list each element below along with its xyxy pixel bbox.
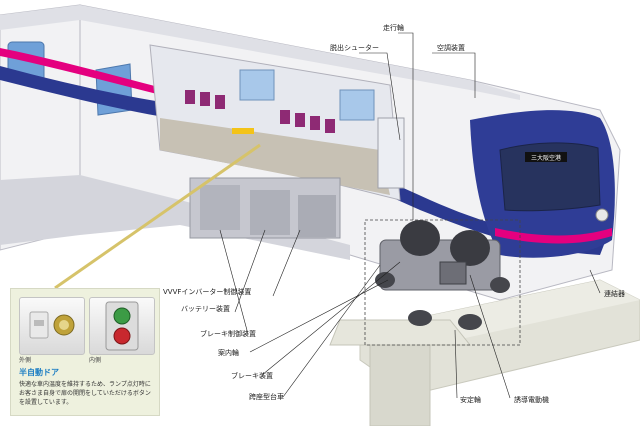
label-air-conditioner: 空調装置 [437,44,465,52]
inside-button-graphic [105,301,139,351]
inset-description: 快適な車内温度を維持するため、ランプ点灯時にお客さま自身で扉の開閉をしていただけ… [19,381,151,406]
destination-sign: 三大阪空港 [531,154,561,162]
guide-wheel-graphic [490,277,510,293]
blue-stripe [0,66,605,255]
callout-line [432,52,476,98]
label-running-wheel: 走行輪 [383,24,404,32]
label-stabilizing-wheel: 安定輪 [460,396,481,404]
label-brake-device: ブレーキ装置 [231,372,273,380]
callout-line [589,269,601,294]
caption-outside: 外側 [19,357,32,364]
front-pink-stripe [495,228,612,244]
headlight [595,208,609,222]
label-battery: バッテリー装置 [181,305,230,313]
interior-floor [160,118,390,195]
support-pillar-cap [329,319,472,346]
seat [325,119,335,133]
callout-line [282,264,381,398]
seat [200,92,210,106]
label-chute: 脱出シューター [330,44,379,52]
yellow-step-mark [232,128,254,134]
seat [310,116,320,130]
running-wheel-graphic [450,230,490,266]
inside-button-photo [89,297,155,355]
interior-window [239,69,275,101]
callout-line [359,52,401,141]
callout-line [219,229,249,335]
semi-auto-door-inset: 外側 内側 半自動ドア 快適な車内温度を維持するため、ランプ点灯時にお客さま自身… [10,288,160,416]
inset-title: 半自動ドア [19,368,59,377]
label-coupler: 連結器 [604,290,625,298]
label-bogie: 跨座型台車 [249,393,284,401]
equipment-box [250,190,290,235]
label-induction-motor: 誘導電動機 [514,396,549,404]
seat [295,113,305,127]
callout-line [234,229,266,313]
callout-line [454,329,458,399]
motor-graphic [439,261,467,285]
support-pillar [369,339,431,426]
callout-line [469,274,511,399]
passenger-door [377,117,405,189]
seat [280,110,290,124]
callout-line [272,229,301,297]
outside-button-graphic [29,311,75,339]
stabilizing-wheel-graphic [408,310,432,326]
label-guide-wheel: 案内輪 [218,349,239,357]
bogie-highlight-box [364,219,521,346]
equipment-box [200,185,240,230]
pink-stripe [0,48,402,166]
caption-inside: 内側 [89,357,102,364]
stabilizing-wheel-graphic [458,314,482,330]
callout-line [249,279,389,353]
car-roof [0,5,520,100]
label-vvvf: VVVFインバーター制御装置 [163,288,252,296]
callout-line [261,261,401,376]
seat [185,90,195,104]
label-brake-control: ブレーキ制御装置 [200,330,256,338]
outside-button-photo [19,297,85,355]
inset-pointer-line [54,143,261,290]
interior-seats [185,90,335,133]
seat [215,95,225,109]
interior-window [339,89,375,121]
running-wheel-graphic [400,220,440,256]
car-skirt [0,175,350,260]
equipment-box [298,195,336,237]
destination-sign-panel [525,152,567,162]
callout-line [398,32,414,220]
